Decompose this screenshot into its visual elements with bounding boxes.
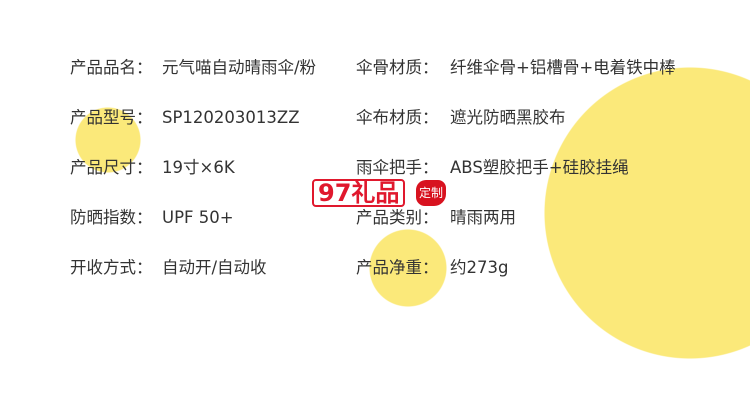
- spec-label: 产品型号：: [70, 108, 153, 127]
- spec-label: 产品尺寸：: [70, 158, 153, 177]
- watermark-seal: 定制: [416, 180, 446, 206]
- watermark-logo: 97礼品: [312, 179, 406, 207]
- spec-label: 产品品名：: [70, 58, 153, 77]
- spec-label: 伞骨材质：: [356, 58, 439, 77]
- spec-value: UPF 50+: [162, 208, 234, 227]
- spec-value: 遮光防晒黑胶布: [450, 108, 566, 127]
- spec-label: 产品净重：: [356, 258, 439, 277]
- spec-value: 自动开/自动收: [162, 258, 267, 277]
- spec-value: 约273g: [450, 258, 509, 277]
- spec-value: 19寸×6K: [162, 158, 235, 177]
- spec-label: 开收方式：: [70, 258, 153, 277]
- spec-label: 防晒指数：: [70, 208, 153, 227]
- spec-label: 伞布材质：: [356, 108, 439, 127]
- spec-value: SP120203013ZZ: [162, 108, 300, 127]
- spec-label: 产品类别：: [356, 208, 439, 227]
- spec-value: 晴雨两用: [450, 208, 516, 227]
- spec-value: ABS塑胶把手+硅胶挂绳: [450, 158, 629, 177]
- spec-label: 雨伞把手：: [356, 158, 439, 177]
- spec-value: 纤维伞骨+铝槽骨+电着铁中棒: [450, 58, 676, 77]
- spec-value: 元气喵自动晴雨伞/粉: [162, 58, 317, 77]
